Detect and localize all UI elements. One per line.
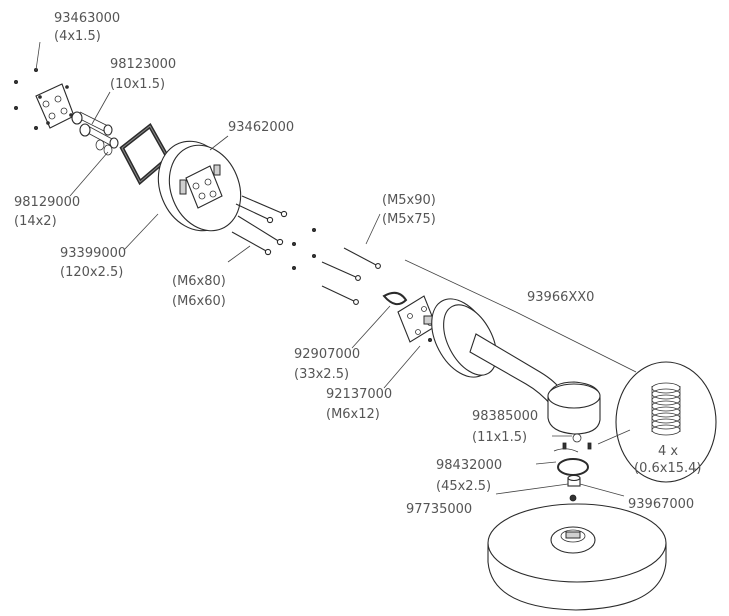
label-m6x80: (M6x80) [172, 274, 226, 289]
label-m5x75: (M5x75) [382, 212, 436, 227]
label-98385000-size: (11x1.5) [472, 430, 527, 445]
spring-detail-circle [615, 361, 717, 483]
label-detail-size: (0.6x15.4) [634, 461, 701, 476]
pipe-connectors [71, 111, 119, 156]
spring [651, 382, 681, 436]
label-97735000: 97735000 [406, 502, 472, 517]
round-housing [157, 140, 242, 232]
label-98123000: 98123000 [110, 57, 176, 72]
ball-joint-nut [567, 474, 581, 502]
label-98129000-size: (14x2) [14, 214, 57, 229]
label-93967000: 93967000 [628, 497, 694, 512]
label-92137000: 92137000 [326, 387, 392, 402]
label-92907000: 92907000 [294, 347, 360, 362]
o-ring-33 [382, 291, 408, 306]
label-98129000: 98129000 [14, 195, 80, 210]
shower-arm [431, 298, 601, 435]
label-98432000: 98432000 [436, 458, 502, 473]
label-98385000: 98385000 [472, 409, 538, 424]
label-98432000-size: (45x2.5) [436, 479, 491, 494]
mounting-plate [35, 83, 75, 129]
part-labels: 93463000 (4x1.5) 98123000 (10x1.5) 93462… [14, 11, 701, 517]
label-93399000: 93399000 [60, 246, 126, 261]
small-parts [553, 433, 592, 453]
label-93462000: 93462000 [228, 120, 294, 135]
label-92137000-size: (M6x12) [326, 407, 380, 422]
label-93463000-size: (4x1.5) [54, 29, 101, 44]
label-93399000-size: (120x2.5) [60, 265, 123, 280]
o-ring-45 [557, 458, 589, 476]
leader-lines [35, 41, 637, 497]
label-detail-qty: 4 x [658, 444, 678, 459]
label-98123000-size: (10x1.5) [110, 77, 165, 92]
label-m6x60: (M6x60) [172, 294, 226, 309]
m6-screws [231, 195, 296, 270]
shower-head [487, 503, 667, 611]
label-m5x90: (M5x90) [382, 193, 436, 208]
label-92907000-size: (33x2.5) [294, 367, 349, 382]
label-93463000: 93463000 [54, 11, 120, 26]
m5-screws [311, 227, 381, 305]
label-93966xx0: 93966XX0 [527, 290, 594, 305]
small-screws [13, 68, 39, 131]
